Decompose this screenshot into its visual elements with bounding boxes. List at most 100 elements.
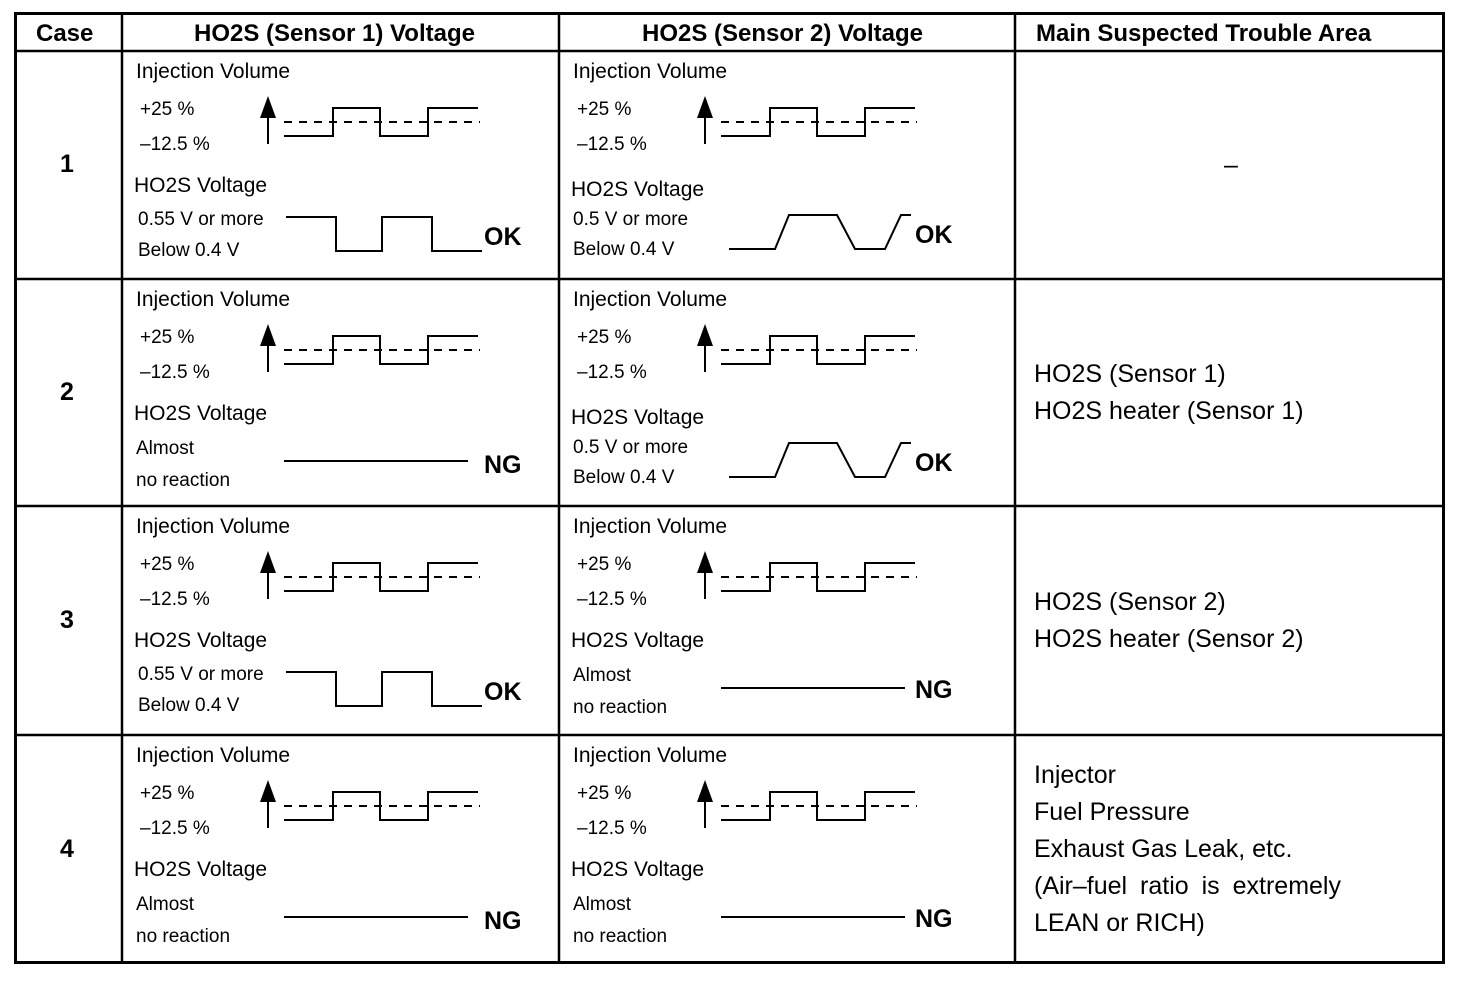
row4-trouble-line-5: LEAN or RICH)	[1034, 909, 1205, 937]
row4-s2-plus-25-label: +25 %	[577, 783, 632, 804]
row4-s1-plus-25-label: +25 %	[140, 783, 195, 804]
table-grid	[14, 12, 1445, 964]
row4-s1-no-reaction-label: no reaction	[136, 926, 231, 947]
row1-s2-ho2s-waveform	[729, 214, 911, 250]
row1-s2-ho2s-voltage-label: HO2S Voltage	[571, 178, 705, 201]
row3-s1-injection-waveform	[260, 551, 480, 599]
row4-s1-ho2s-voltage-label: HO2S Voltage	[134, 858, 268, 881]
row1-s1-low-label: Below 0.4 V	[138, 240, 240, 261]
row2-s1-plus-25-label: +25 %	[140, 327, 195, 348]
row1-s2-injection-volume-label: Injection Volume	[573, 60, 728, 83]
diagnosis-table: Case HO2S (Sensor 1) Voltage HO2S (Senso…	[14, 12, 1445, 964]
row4-s1-almost-label: Almost	[136, 894, 195, 915]
row1-s2-injection-waveform	[697, 96, 917, 144]
header-case: Case	[36, 20, 94, 47]
row4-s2-arrow-up-icon	[697, 780, 713, 802]
row2-s2-injection-volume-label: Injection Volume	[573, 288, 728, 311]
row1-s2-high-label: 0.5 V or more	[573, 209, 689, 230]
row1-s2-plus-25-label: +25 %	[577, 99, 632, 120]
row1-s1-injection-waveform	[260, 96, 480, 144]
row2-s1-ho2s-voltage-label: HO2S Voltage	[134, 402, 268, 425]
row3-s2-plus-25-label: +25 %	[577, 554, 632, 575]
row2-trouble-line-2: HO2S heater (Sensor 1)	[1034, 396, 1304, 425]
row3-s1-ho2s-waveform	[286, 671, 482, 707]
row1-s2-ho2s-trapezoid-wave	[729, 214, 911, 250]
row1-s1-plus-25-label: +25 %	[140, 99, 195, 120]
row2-s1-almost-label: Almost	[136, 438, 195, 459]
row2-s1-result: NG	[484, 451, 522, 479]
row3-trouble-line-1: HO2S (Sensor 2)	[1034, 587, 1226, 616]
row2-s2-injection-waveform	[697, 324, 917, 372]
row4-s1-arrow-up-icon	[260, 780, 276, 802]
row3-s2-minus-12-5-label: –12.5 %	[577, 589, 647, 610]
row1-s1-ho2s-waveform	[286, 216, 482, 252]
row3-s1-minus-12-5-label: –12.5 %	[140, 589, 210, 610]
row2-s2-ho2s-voltage-label: HO2S Voltage	[571, 406, 705, 429]
header-sensor1-voltage: HO2S (Sensor 1) Voltage	[194, 20, 475, 47]
row2-s2-result: OK	[915, 449, 953, 477]
row1-s2-minus-12-5-label: –12.5 %	[577, 134, 647, 155]
row3-s2-result: NG	[915, 676, 953, 704]
case-number-4: 4	[60, 834, 74, 863]
row4-s2-result: NG	[915, 905, 953, 933]
header-sensor2-voltage: HO2S (Sensor 2) Voltage	[642, 20, 923, 47]
row1-trouble-line-1: –	[1224, 150, 1238, 179]
row4-s1-ho2s-flat-line	[284, 916, 468, 918]
row1-s2-result: OK	[915, 221, 953, 249]
row2-s2-low-label: Below 0.4 V	[573, 467, 675, 488]
row2-trouble-line-1: HO2S (Sensor 1)	[1034, 359, 1226, 388]
row4-trouble-line-2: Fuel Pressure	[1034, 798, 1190, 826]
row4-s2-injection-volume-label: Injection Volume	[573, 744, 728, 767]
row3-s1-high-label: 0.55 V or more	[138, 664, 264, 685]
row2-s2-arrow-up-icon	[697, 324, 713, 346]
row4-s2-minus-12-5-label: –12.5 %	[577, 818, 647, 839]
row3-s1-injection-volume-label: Injection Volume	[136, 515, 291, 538]
row3-s1-ho2s-voltage-label: HO2S Voltage	[134, 629, 268, 652]
row2-s1-injection-waveform	[260, 324, 480, 372]
case-number-3: 3	[60, 605, 74, 634]
row4-s2-ho2s-flat-line	[721, 916, 905, 918]
row2-s1-injection-volume-label: Injection Volume	[136, 288, 291, 311]
header-trouble-area: Main Suspected Trouble Area	[1036, 20, 1372, 47]
row1-s1-ho2s-voltage-label: HO2S Voltage	[134, 174, 268, 197]
row2-s1-no-reaction-label: no reaction	[136, 470, 231, 491]
row4-s1-injection-volume-label: Injection Volume	[136, 744, 291, 767]
row3-s2-injection-volume-label: Injection Volume	[573, 515, 728, 538]
row4-s2-almost-label: Almost	[573, 894, 632, 915]
row1-s2-arrow-up-icon	[697, 96, 713, 118]
row3-s2-no-reaction-label: no reaction	[573, 697, 668, 718]
row3-s2-ho2s-voltage-label: HO2S Voltage	[571, 629, 705, 652]
case-number-2: 2	[60, 377, 74, 406]
row1-s1-result: OK	[484, 223, 522, 251]
case-number-1: 1	[60, 150, 74, 178]
row2-s1-arrow-up-icon	[260, 324, 276, 346]
row2-s2-high-label: 0.5 V or more	[573, 437, 689, 458]
row2-s2-minus-12-5-label: –12.5 %	[577, 362, 647, 383]
row3-s1-low-label: Below 0.4 V	[138, 695, 240, 716]
row1-s1-injection-volume-label: Injection Volume	[136, 60, 291, 83]
row2-s1-ho2s-flat-line	[284, 460, 468, 462]
row4-s2-no-reaction-label: no reaction	[573, 926, 668, 947]
row4-s2-injection-waveform	[697, 780, 917, 828]
row3-s2-injection-waveform	[697, 551, 917, 599]
row4-s1-result: NG	[484, 907, 522, 935]
row2-s2-ho2s-waveform	[729, 442, 911, 478]
row4-trouble-line-1: Injector	[1034, 761, 1116, 789]
row2-s1-minus-12-5-label: –12.5 %	[140, 362, 210, 383]
row4-s1-minus-12-5-label: –12.5 %	[140, 818, 210, 839]
row3-s1-ho2s-square-wave	[286, 671, 482, 707]
row3-s1-result: OK	[484, 678, 522, 706]
row1-s2-low-label: Below 0.4 V	[573, 239, 675, 260]
row3-s2-almost-label: Almost	[573, 665, 632, 686]
row4-trouble-line-3: Exhaust Gas Leak, etc.	[1034, 835, 1293, 863]
row2-s2-plus-25-label: +25 %	[577, 327, 632, 348]
row3-s1-plus-25-label: +25 %	[140, 554, 195, 575]
row3-s1-arrow-up-icon	[260, 551, 276, 573]
row3-s2-arrow-up-icon	[697, 551, 713, 573]
row3-trouble-line-2: HO2S heater (Sensor 2)	[1034, 624, 1304, 653]
row1-s1-ho2s-square-wave	[286, 216, 482, 252]
row1-s1-high-label: 0.55 V or more	[138, 209, 264, 230]
row4-s2-ho2s-voltage-label: HO2S Voltage	[571, 858, 705, 881]
row1-s1-arrow-up-icon	[260, 96, 276, 118]
row3-s2-ho2s-flat-line	[721, 687, 905, 689]
